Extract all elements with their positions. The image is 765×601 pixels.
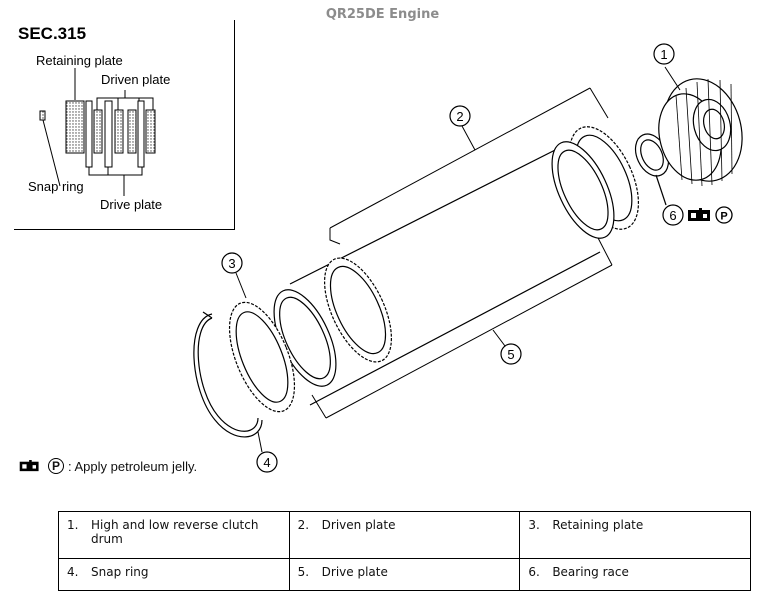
petroleum-jelly-icon [19,460,39,472]
table-row: 1. High and low reverse clutch drum 2. Dri… [58,511,751,559]
p-symbol-icon: P [48,458,64,474]
callout-3-label: 3 [228,256,235,271]
table-cell: 2. Driven plate [288,511,521,559]
callout-1: 1 [653,43,675,65]
callout-6: 6 [662,204,684,226]
inset-label-driven-plate: Driven plate [101,72,171,87]
inset-cross-section [39,68,156,196]
plate-stack [273,126,640,387]
p-symbol-text: P [720,211,727,223]
table-row: 4. Snap ring 5. Drive plate 6. Bearing race [58,558,751,591]
table-cell: 3. Retaining plate [519,511,751,559]
callout-1-label: 1 [660,47,667,62]
part-number: 5. [297,565,310,579]
snap-ring [193,311,263,438]
part-name: Snap ring [91,565,149,579]
parts-table: 1. High and low reverse clutch drum 2. Dri… [58,511,751,591]
callout-3: 3 [221,252,247,299]
clutch-drum [658,66,743,187]
inset-label-snap-ring: Snap ring [28,179,84,194]
callout-2-label: 2 [456,109,463,124]
table-cell: 1. High and low reverse clutch drum [58,511,290,559]
inset-label-retaining-plate: Retaining plate [36,53,123,68]
callout-2: 2 [449,105,471,127]
bearing-race [634,133,670,206]
retaining-plate [228,301,296,413]
callout-5-label: 5 [507,347,514,362]
inset-label-drive-plate: Drive plate [100,197,163,212]
table-cell: 6. Bearing race [519,558,751,591]
callout-4: 4 [256,431,278,473]
p-symbol-icon: P [715,206,733,224]
part-number: 1. [67,518,79,532]
part-number: 2. [297,518,310,532]
part-name: Bearing race [552,565,629,579]
part-number: 6. [528,565,540,579]
table-cell: 5. Drive plate [288,558,521,591]
part-name: Driven plate [321,518,396,532]
table-cell: 4. Snap ring [58,558,290,591]
legend: P : Apply petroleum jelly. [18,456,197,476]
part-name: Retaining plate [552,518,644,532]
petroleum-jelly-icon [688,208,710,221]
part-number: 3. [528,518,540,532]
page-title: QR25DE Engine [325,7,440,22]
callout-6-label: 6 [669,208,676,223]
inset-box [14,20,235,230]
part-name: Drive plate [321,565,388,579]
callout-4-label: 4 [263,455,270,470]
callout-5: 5 [500,343,522,365]
part-name: High and low reverse clutch drum [91,518,259,546]
section-number: SEC.315 [18,24,87,43]
part-number: 4. [67,565,79,579]
drive-plate-bracket [311,233,613,419]
driven-plate-bracket [329,87,609,245]
legend-text: : Apply petroleum jelly. [68,458,198,474]
